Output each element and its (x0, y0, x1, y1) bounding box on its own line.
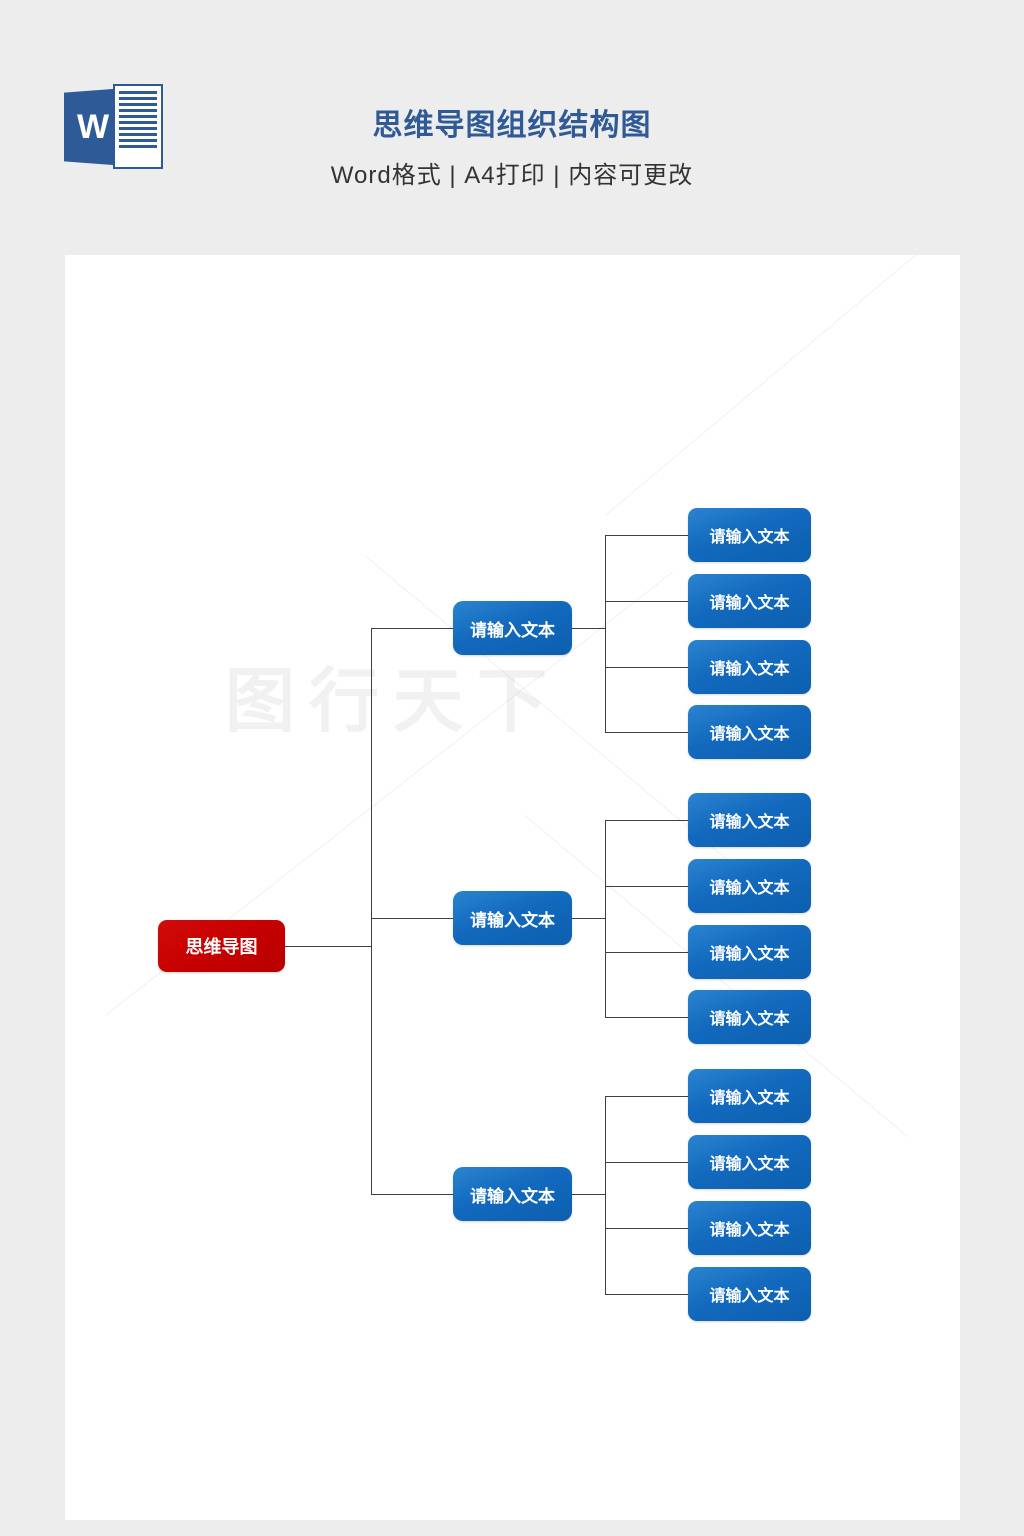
branch-connector-3 (371, 1194, 453, 1195)
leaf-connector-2-3 (605, 952, 688, 953)
branch-trunk-connector-1 (605, 535, 606, 732)
branch-node-3-label: 请输入文本 (470, 1186, 555, 1206)
leaf-node-1-4[interactable]: 请输入文本 (688, 705, 811, 759)
root-node[interactable]: 思维导图 (158, 920, 285, 972)
leaf-node-1-1[interactable]: 请输入文本 (688, 508, 811, 562)
leaf-connector-1-4 (605, 732, 688, 733)
root-stub-connector (285, 946, 371, 947)
branch-connector-1 (371, 628, 453, 629)
leaf-node-1-4-label: 请输入文本 (709, 726, 790, 743)
branch-node-2-label: 请输入文本 (470, 910, 555, 930)
doc-line (119, 91, 157, 94)
leaf-node-2-1-label: 请输入文本 (709, 814, 790, 831)
page-header: W 思维导图组织结构图 Word格式 | A4打印 | 内容可更改 (0, 0, 1024, 255)
branch-node-1[interactable]: 请输入文本 (453, 601, 572, 655)
page-subtitle: Word格式 | A4打印 | 内容可更改 (330, 162, 694, 189)
leaf-node-2-3-label: 请输入文本 (709, 946, 790, 963)
leaf-node-1-2-label: 请输入文本 (709, 595, 790, 612)
leaf-node-3-1-label: 请输入文本 (709, 1090, 790, 1107)
leaf-node-2-1[interactable]: 请输入文本 (688, 793, 811, 847)
word-document-icon: W (64, 84, 169, 169)
document-page: 图行天下 思维导图请输入文本请输入文本请输入文本请输入文本请输入文本请输入文本请… (65, 255, 960, 1520)
branch-node-3[interactable]: 请输入文本 (453, 1167, 572, 1221)
leaf-node-2-2-label: 请输入文本 (709, 880, 790, 897)
leaf-node-3-2-label: 请输入文本 (709, 1156, 790, 1173)
leaf-node-3-3[interactable]: 请输入文本 (688, 1201, 811, 1255)
doc-line (119, 121, 157, 124)
branch-connector-2 (371, 918, 453, 919)
leaf-node-1-1-label: 请输入文本 (709, 529, 790, 546)
doc-line (119, 145, 157, 148)
leaf-node-3-1[interactable]: 请输入文本 (688, 1069, 811, 1123)
leaf-node-3-4[interactable]: 请输入文本 (688, 1267, 811, 1321)
leaf-node-1-2[interactable]: 请输入文本 (688, 574, 811, 628)
doc-line (119, 109, 157, 112)
branch-node-2[interactable]: 请输入文本 (453, 891, 572, 945)
branch-trunk-connector-2 (605, 820, 606, 1017)
branch-trunk-connector-3 (605, 1096, 606, 1294)
leaf-node-3-4-label: 请输入文本 (709, 1288, 790, 1305)
mindmap-diagram: 思维导图请输入文本请输入文本请输入文本请输入文本请输入文本请输入文本请输入文本请… (65, 255, 960, 1520)
leaf-connector-2-4 (605, 1017, 688, 1018)
page-title: 思维导图组织结构图 (372, 109, 652, 142)
leaf-connector-3-3 (605, 1228, 688, 1229)
leaf-node-2-3[interactable]: 请输入文本 (688, 925, 811, 979)
leaf-connector-3-1 (605, 1096, 688, 1097)
leaf-node-3-3-label: 请输入文本 (709, 1222, 790, 1239)
doc-line (119, 139, 157, 142)
leaf-connector-3-2 (605, 1162, 688, 1163)
leaf-node-3-2[interactable]: 请输入文本 (688, 1135, 811, 1189)
doc-line (119, 133, 157, 136)
doc-line (119, 127, 157, 130)
leaf-node-2-4[interactable]: 请输入文本 (688, 990, 811, 1044)
root-node-label: 思维导图 (185, 937, 258, 957)
leaf-connector-1-3 (605, 667, 688, 668)
doc-line (119, 115, 157, 118)
leaf-connector-2-2 (605, 886, 688, 887)
leaf-node-2-4-label: 请输入文本 (709, 1011, 790, 1028)
leaf-node-1-3-label: 请输入文本 (709, 661, 790, 678)
leaf-node-1-3[interactable]: 请输入文本 (688, 640, 811, 694)
doc-line (119, 103, 157, 106)
branch-node-1-label: 请输入文本 (470, 620, 555, 640)
leaf-connector-1-2 (605, 601, 688, 602)
branch-stub-connector-1 (572, 628, 605, 629)
word-icon-document (113, 84, 163, 169)
leaf-connector-2-1 (605, 820, 688, 821)
word-icon-letter: W (76, 107, 110, 146)
root-trunk-connector (371, 628, 372, 1194)
branch-stub-connector-3 (572, 1194, 605, 1195)
branch-stub-connector-2 (572, 918, 605, 919)
leaf-node-2-2[interactable]: 请输入文本 (688, 859, 811, 913)
doc-line (119, 97, 157, 100)
leaf-connector-1-1 (605, 535, 688, 536)
leaf-connector-3-4 (605, 1294, 688, 1295)
